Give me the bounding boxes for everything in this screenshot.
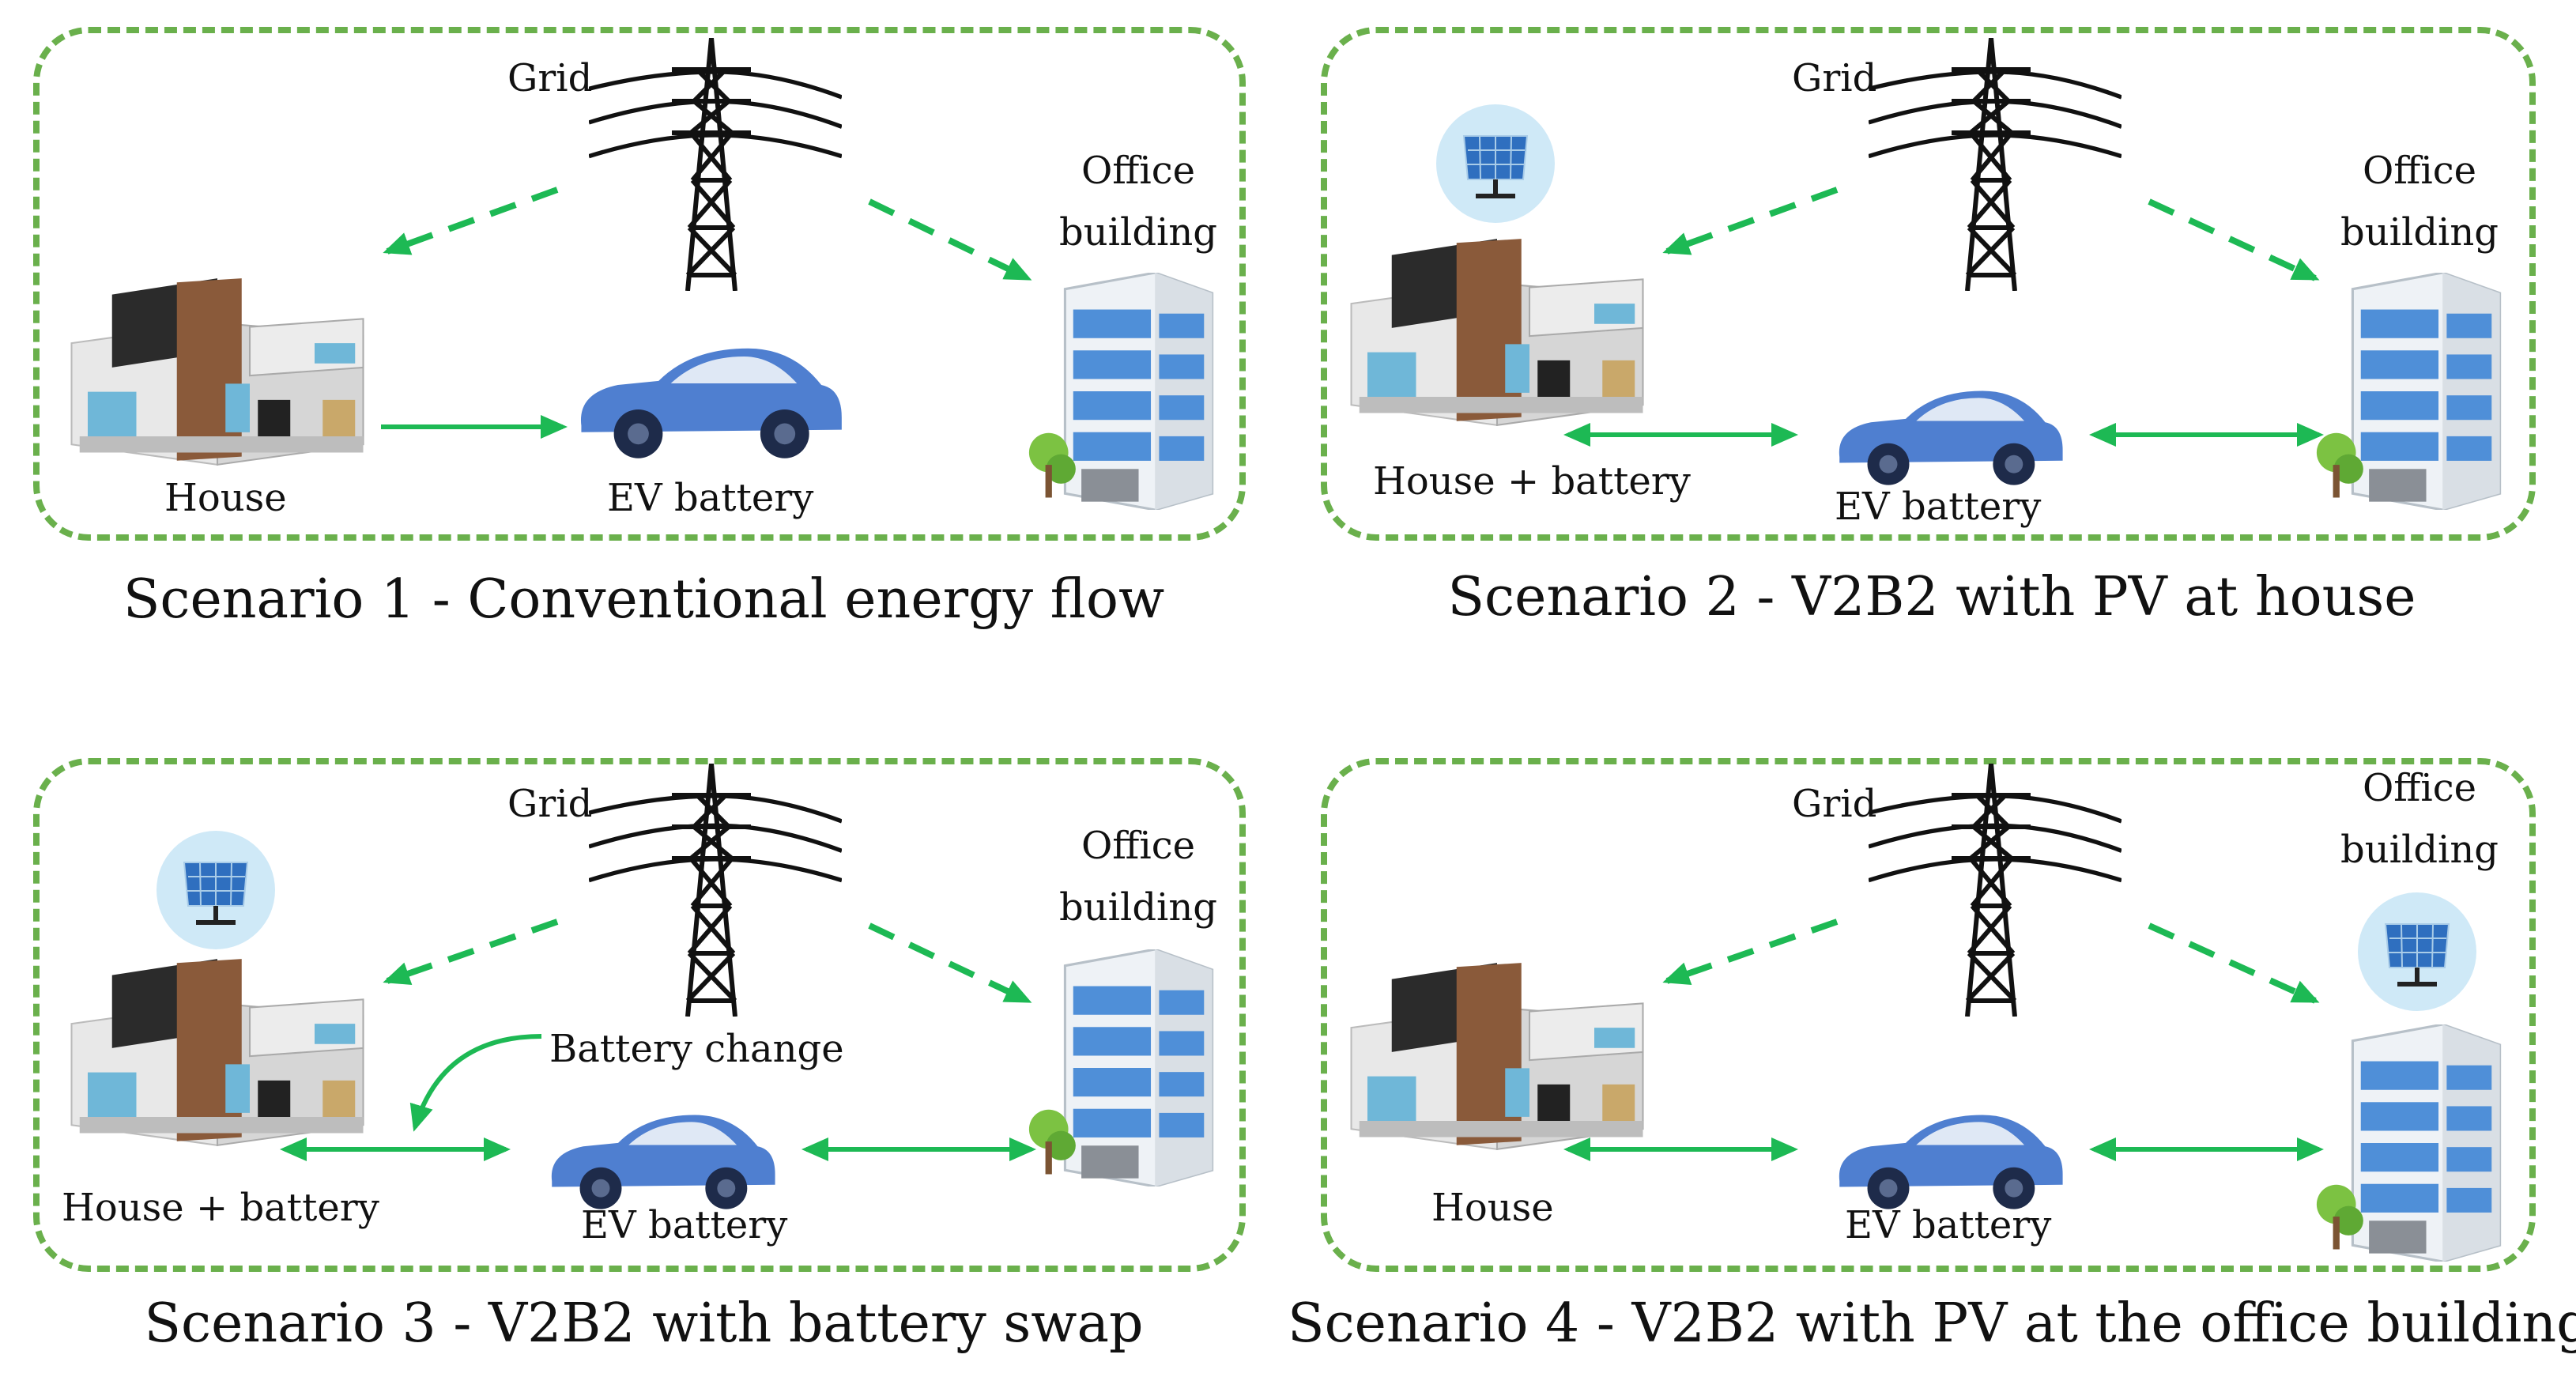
grid-to-house-arrow bbox=[1662, 187, 1839, 255]
battery-change-arrow bbox=[409, 1034, 542, 1132]
ev-battery-label: EV battery bbox=[1845, 1203, 2052, 1247]
grid-label: Grid bbox=[507, 56, 593, 100]
scenario-1-panel: Grid Office building House EV battery Sc… bbox=[0, 0, 1288, 688]
office-label-line2: building bbox=[2340, 210, 2499, 255]
ev-battery-label: EV battery bbox=[607, 476, 814, 520]
arrows-layer bbox=[1563, 187, 2324, 447]
grid-to-office-arrow bbox=[868, 922, 1032, 1004]
scenario-frame bbox=[33, 27, 1246, 541]
office-label-line2: building bbox=[1058, 210, 1218, 255]
ev-battery-label: EV battery bbox=[1835, 485, 2042, 529]
grid-label: Grid bbox=[507, 782, 593, 826]
grid-to-office-arrow bbox=[2148, 922, 2320, 1004]
office-label-line1: Office bbox=[1081, 824, 1196, 868]
office-label-line2: building bbox=[2340, 828, 2499, 872]
office-label-line2: building bbox=[1058, 885, 1218, 930]
arrows-layer bbox=[280, 919, 1036, 1161]
scenario-4-panel: Grid Office building House EV battery Sc… bbox=[1288, 688, 2576, 1377]
scenario-3-panel: Grid Office building Battery change Hous… bbox=[0, 688, 1288, 1377]
arrows-layer bbox=[1563, 919, 2324, 1161]
scenario-caption: Scenario 4 - V2B2 with PV at the office … bbox=[1288, 1292, 2576, 1355]
grid-to-house-arrow bbox=[1662, 919, 1839, 985]
scenario-caption: Scenario 3 - V2B2 with battery swap bbox=[144, 1292, 1144, 1355]
grid-label: Grid bbox=[1792, 782, 1877, 826]
house-label: House + battery bbox=[62, 1186, 379, 1230]
scenario-caption: Scenario 1 - Conventional energy flow bbox=[123, 568, 1165, 631]
grid-to-house-arrow bbox=[383, 187, 559, 255]
office-label-line1: Office bbox=[2362, 766, 2477, 810]
scenario-frame bbox=[33, 758, 1246, 1272]
grid-label: Grid bbox=[1792, 56, 1877, 100]
scenario-frame bbox=[1321, 758, 2536, 1272]
scenario-2-panel: Grid Office building House + battery EV … bbox=[1288, 0, 2576, 688]
house-label: House bbox=[164, 476, 287, 520]
grid-to-office-arrow bbox=[868, 198, 1032, 281]
house-label: House + battery bbox=[1373, 459, 1691, 504]
grid-to-office-arrow bbox=[2148, 198, 2320, 281]
office-label-line1: Office bbox=[1081, 149, 1196, 193]
house-label: House bbox=[1431, 1186, 1554, 1230]
grid-to-house-arrow bbox=[383, 919, 559, 985]
office-label-line1: Office bbox=[2362, 149, 2477, 193]
arrows-layer bbox=[381, 187, 1032, 439]
ev-battery-label: EV battery bbox=[581, 1203, 788, 1247]
scenario-frame bbox=[1321, 27, 2536, 541]
battery-change-label: Battery change bbox=[549, 1027, 844, 1071]
scenario-caption: Scenario 2 - V2B2 with PV at house bbox=[1447, 566, 2416, 628]
